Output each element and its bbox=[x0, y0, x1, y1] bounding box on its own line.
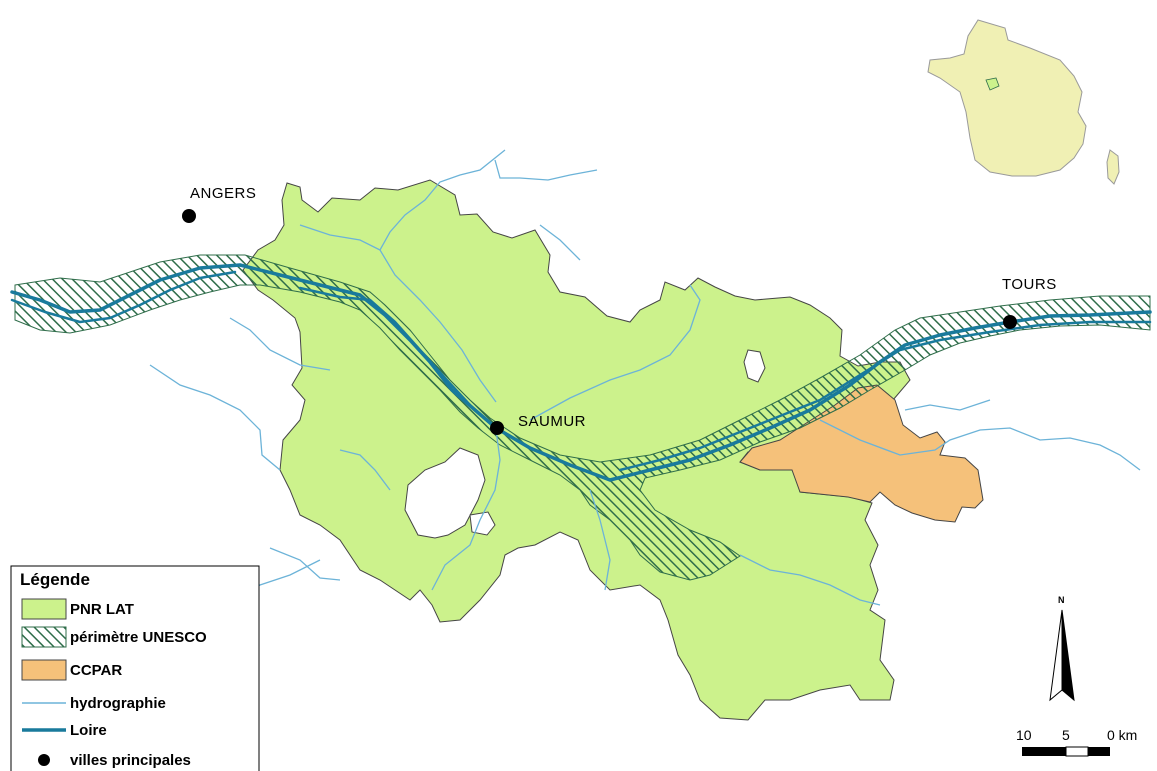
ccpar-area bbox=[739, 384, 984, 523]
river-north bbox=[379, 149, 506, 403]
pnr-hole-1 bbox=[404, 447, 486, 539]
scale-bar: 10 5 0 km bbox=[1016, 727, 1137, 757]
legend-label-hydro: hydrographie bbox=[70, 695, 166, 712]
loire-arm-central bbox=[298, 286, 472, 407]
cities: ANGERS SAUMUR TOURS bbox=[182, 185, 1057, 435]
river-thouet bbox=[431, 429, 501, 591]
legend-swatch-pnr bbox=[21, 598, 67, 620]
unesco-perimeter bbox=[14, 254, 1151, 581]
river-vienne bbox=[739, 554, 881, 606]
legend-label-ccpar: CCPAR bbox=[70, 662, 122, 679]
legend-label-villes: villes principales bbox=[70, 752, 191, 769]
north-arrow-right bbox=[1061, 609, 1075, 702]
river-south-west bbox=[149, 364, 281, 471]
river-south-west-2 bbox=[269, 547, 341, 581]
pnr-hole-2 bbox=[743, 349, 766, 383]
loire-arm-east bbox=[618, 320, 1152, 472]
river-east-2 bbox=[904, 399, 991, 411]
north-label: N bbox=[1058, 595, 1065, 605]
legend-label-pnr: PNR LAT bbox=[70, 601, 134, 618]
scale-label-0: 0 km bbox=[1107, 727, 1137, 743]
scale-seg-3 bbox=[1065, 746, 1089, 757]
loire-main bbox=[10, 263, 1152, 482]
legend-swatch-unesco bbox=[21, 626, 67, 648]
legend-swatch-ccpar bbox=[21, 659, 67, 681]
river-south bbox=[589, 489, 611, 591]
north-arrow: N bbox=[1049, 595, 1075, 702]
city-dot-tours[interactable] bbox=[1003, 315, 1017, 329]
loire-river bbox=[10, 263, 1152, 482]
france-park-marker bbox=[985, 77, 1000, 91]
scale-seg-1 bbox=[1022, 747, 1044, 756]
city-label-angers: ANGERS bbox=[190, 185, 256, 202]
france-inset bbox=[927, 19, 1120, 185]
river-north-east bbox=[494, 159, 598, 181]
city-dot-saumur[interactable] bbox=[490, 421, 504, 435]
legend-swatch-villes bbox=[38, 754, 50, 766]
city-dot-angers[interactable] bbox=[182, 209, 196, 223]
river-loir-upper bbox=[539, 224, 581, 261]
scale-seg-4 bbox=[1088, 747, 1110, 756]
river-west bbox=[229, 317, 331, 371]
city-label-tours: TOURS bbox=[1002, 276, 1057, 293]
scale-label-5: 5 bbox=[1062, 727, 1070, 743]
legend: Légende PNR LAT périmètre UNESCO CCPAR h… bbox=[10, 565, 260, 771]
scale-seg-2 bbox=[1044, 747, 1066, 756]
corsica-shape bbox=[1106, 149, 1120, 185]
river-east bbox=[819, 419, 1141, 471]
france-shape bbox=[927, 19, 1087, 177]
loire-arm-west bbox=[10, 270, 237, 324]
river-sw-4 bbox=[339, 449, 391, 491]
scale-label-10: 10 bbox=[1016, 727, 1032, 743]
north-arrow-left bbox=[1049, 609, 1063, 702]
pnr-lat-area bbox=[242, 179, 911, 721]
legend-title: Légende bbox=[20, 570, 90, 589]
legend-label-loire: Loire bbox=[70, 722, 107, 739]
legend-label-unesco: périmètre UNESCO bbox=[70, 629, 207, 646]
city-label-saumur: SAUMUR bbox=[518, 413, 586, 430]
river-central bbox=[529, 284, 701, 421]
river-north-branch bbox=[299, 224, 381, 251]
